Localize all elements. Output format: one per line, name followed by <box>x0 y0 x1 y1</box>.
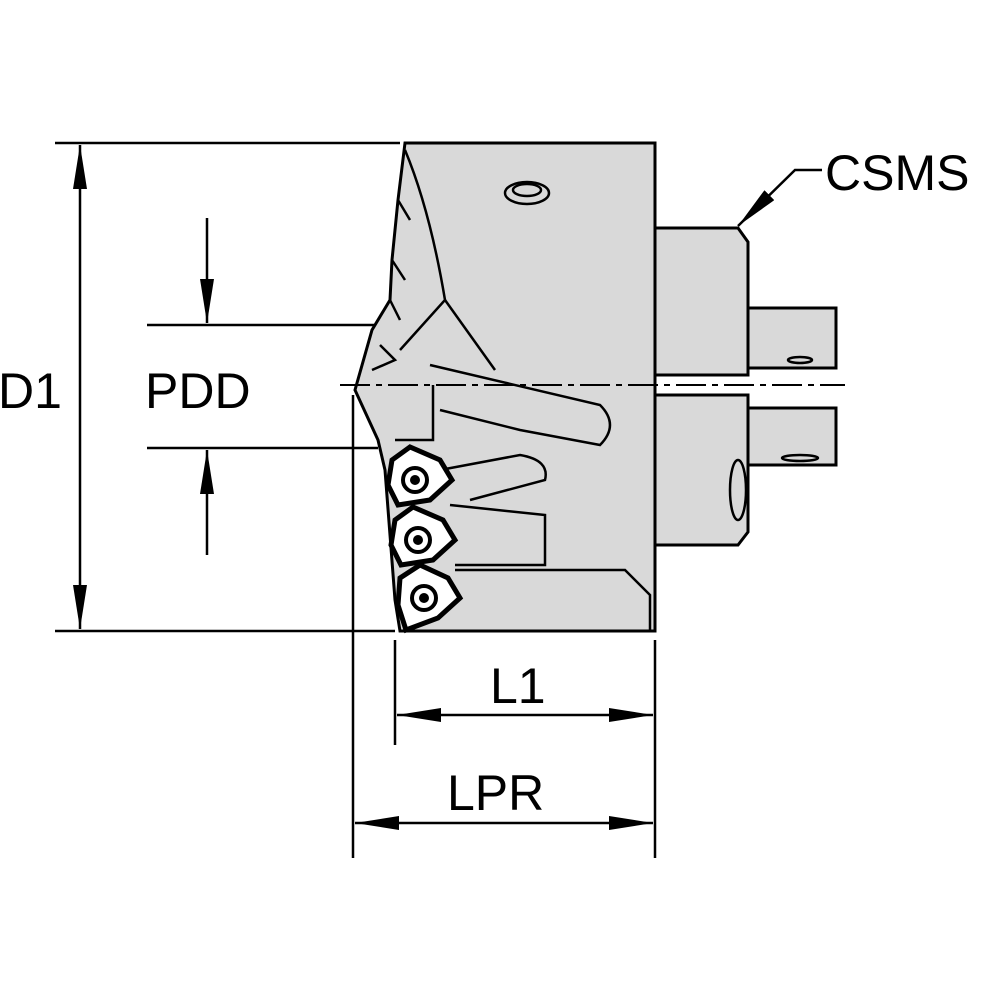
lpr-label: LPR <box>447 765 544 821</box>
l1-label: L1 <box>490 658 546 714</box>
pdd-label: PDD <box>145 363 251 419</box>
insert-screw-icon <box>413 535 423 545</box>
cutter-body <box>353 141 657 633</box>
insert-1 <box>385 444 456 508</box>
insert-screw-icon <box>410 475 420 485</box>
insert-3 <box>395 562 464 634</box>
csms-leader <box>737 168 822 227</box>
csms-label: CSMS <box>825 145 969 201</box>
insert-screw-icon <box>419 593 429 603</box>
extension-lines <box>55 141 657 858</box>
shank <box>653 226 838 547</box>
d1-label: D1 <box>0 363 62 419</box>
insert-2 <box>388 504 459 568</box>
